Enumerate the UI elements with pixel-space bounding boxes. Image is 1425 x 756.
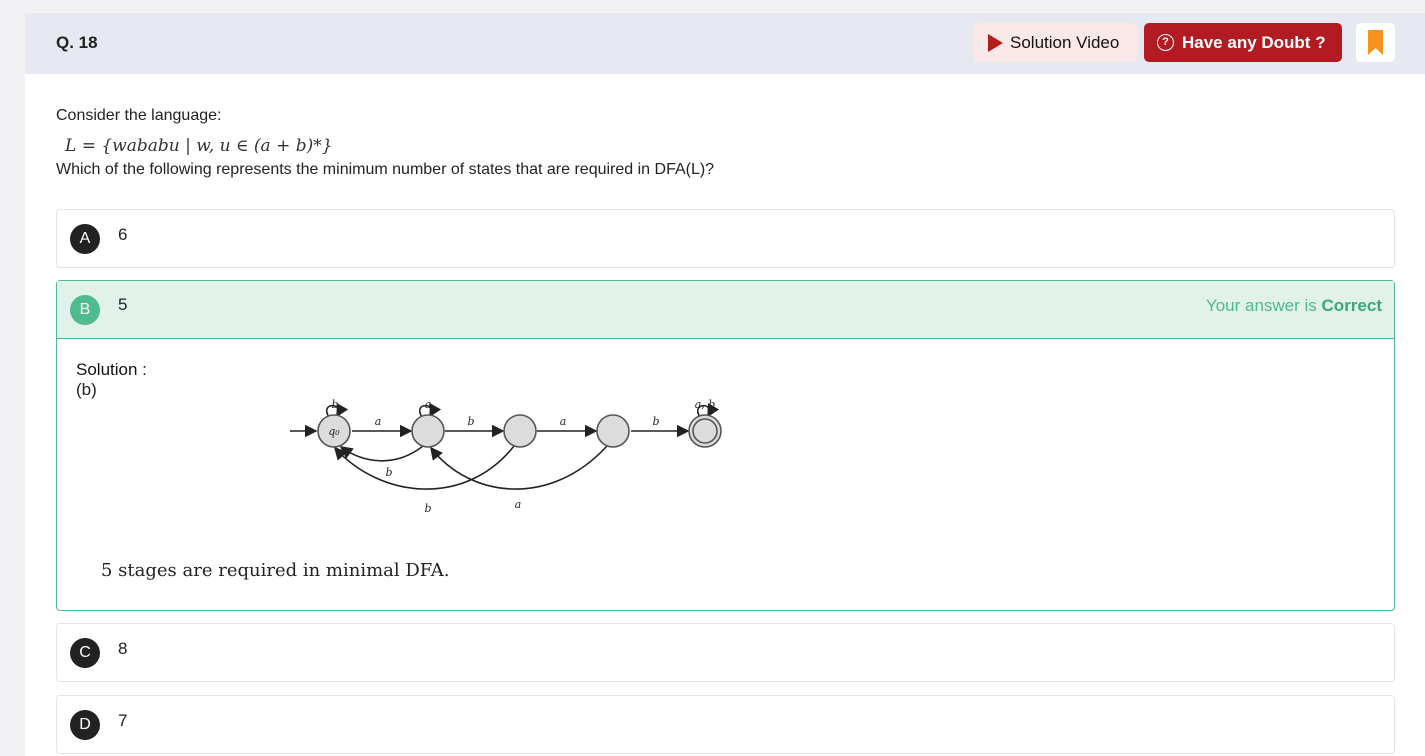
option-c-badge: C — [70, 638, 100, 668]
solution-title: Solution : — [76, 360, 147, 379]
have-doubt-label: Have any Doubt ? — [1182, 32, 1326, 52]
option-b-badge: B — [70, 295, 100, 325]
state-q1 — [411, 414, 445, 448]
loop-q1 — [419, 403, 442, 418]
bookmark-icon — [1368, 30, 1383, 55]
label-loop-q0: b — [331, 398, 338, 411]
question-bubble-icon: ? — [1157, 34, 1174, 51]
bookmark-button[interactable] — [1356, 23, 1395, 62]
play-icon — [988, 33, 1003, 52]
solution-video-button[interactable]: Solution Video — [974, 23, 1137, 62]
label-loop-q1: a — [425, 398, 432, 411]
have-doubt-button[interactable]: ? Have any Doubt ? — [1144, 23, 1342, 62]
dfa-states — [317, 414, 722, 448]
question-formula: L = {wababu | w, u ∈ (a + b)*} — [65, 136, 333, 156]
loop-q0 — [326, 403, 349, 418]
label-loop-q4: a, b — [695, 398, 716, 411]
label-q1-q2: b — [467, 415, 474, 428]
loop-q4 — [697, 403, 720, 418]
state-q0-label: q₀ — [328, 425, 340, 438]
label-q1-q0: b — [385, 466, 392, 479]
option-d-badge: D — [70, 710, 100, 740]
option-a[interactable]: A 6 — [56, 209, 1395, 268]
label-q2-q0: b — [424, 502, 431, 515]
option-b-value: 5 — [118, 295, 128, 314]
question-panel: Q. 18 Solution Video ? Have any Doubt ? … — [25, 13, 1425, 756]
question-number: Q. 18 — [56, 33, 98, 52]
label-q0-q1: a — [375, 415, 382, 428]
label-q3-q1: a — [515, 498, 522, 511]
option-d-value: 7 — [118, 711, 128, 730]
option-c[interactable]: C 8 — [56, 623, 1395, 682]
answer-status: Your answer is Correct — [1206, 296, 1382, 316]
option-b: B 5 Your answer is Correct Solution : (b… — [56, 280, 1395, 611]
option-c-value: 8 — [118, 639, 128, 658]
answer-status-word: Correct — [1321, 296, 1382, 315]
option-a-value: 6 — [118, 225, 128, 244]
state-q4-inner-ring — [692, 418, 718, 444]
state-q3 — [596, 414, 630, 448]
option-d[interactable]: D 7 — [56, 695, 1395, 754]
solution-video-label: Solution Video — [1010, 32, 1120, 52]
state-q2 — [503, 414, 537, 448]
option-a-badge: A — [70, 224, 100, 254]
label-q3-q4: b — [652, 415, 659, 428]
solution-answer: (b) — [76, 380, 97, 399]
question-prompt: Which of the following represents the mi… — [56, 161, 715, 178]
dfa-diagram: q₀ b a a, b a b a b b b a — [290, 398, 722, 515]
edge-q2-q0 — [333, 445, 515, 490]
edge-q1-q0 — [339, 445, 424, 462]
state-q0 — [317, 414, 351, 448]
question-intro: Consider the language: — [56, 107, 222, 124]
edge-q3-q1 — [430, 445, 608, 490]
question-header: Q. 18 Solution Video ? Have any Doubt ? — [25, 13, 1425, 74]
dfa-edges — [290, 403, 720, 490]
label-q2-q3: a — [560, 415, 567, 428]
option-b-header[interactable]: B 5 Your answer is Correct — [57, 281, 1394, 339]
solution-note: 5 stages are required in minimal DFA. — [101, 560, 450, 581]
answer-status-prefix: Your answer is — [1205, 296, 1317, 315]
